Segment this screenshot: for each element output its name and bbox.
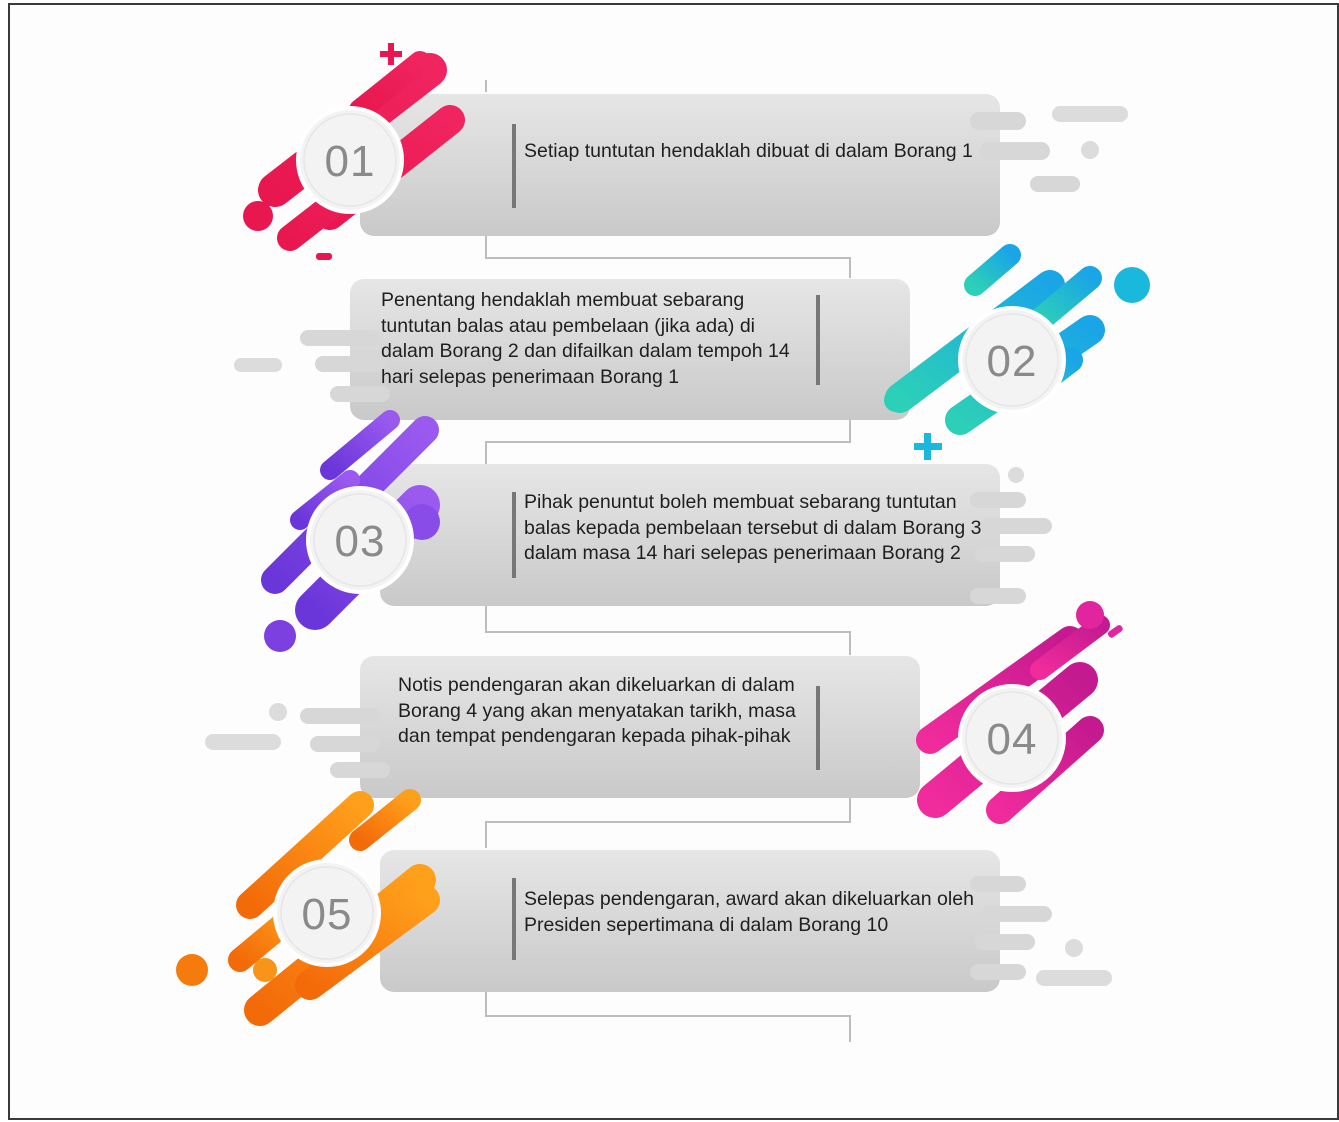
step-text-02: Penentang hendaklah membuat sebarang tun… [381, 289, 790, 388]
bar-step-02 [234, 279, 910, 420]
step-text-04: Notis pendengaran akan dikeluarkan di da… [398, 674, 796, 747]
step-text-03: Pihak penuntut boleh membuat sebarang tu… [524, 491, 982, 564]
step-number-04: 04 [987, 715, 1038, 764]
step-number-05: 05 [302, 890, 353, 939]
number-circle-01: 01 [296, 106, 404, 214]
number-circle-05: 05 [273, 859, 381, 967]
number-circle-04: 04 [958, 684, 1066, 792]
step-number-03: 03 [335, 517, 386, 566]
step-text-01: Setiap tuntutan hendaklah dibuat di dala… [524, 140, 973, 162]
number-circle-02: 02 [958, 306, 1066, 414]
bar-step-03 [380, 464, 1052, 606]
step-text-05: Selepas pendengaran, award akan dikeluar… [524, 888, 974, 936]
number-circle-03: 03 [306, 486, 414, 594]
step-number-02: 02 [987, 337, 1038, 386]
bar-step-04 [205, 656, 920, 798]
step-number-01: 01 [325, 137, 376, 186]
bar-step-01 [360, 94, 1128, 236]
connector-lines [485, 80, 851, 1042]
bar-step-05 [380, 850, 1112, 992]
